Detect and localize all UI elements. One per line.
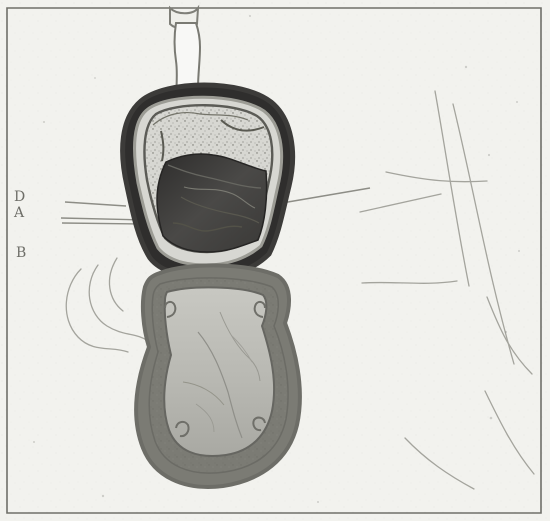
- lower-sac: [136, 265, 300, 487]
- upper-chamber: [123, 85, 293, 277]
- label-b: B: [16, 246, 26, 260]
- label-d: D: [14, 190, 25, 204]
- label-a: A: [14, 206, 24, 220]
